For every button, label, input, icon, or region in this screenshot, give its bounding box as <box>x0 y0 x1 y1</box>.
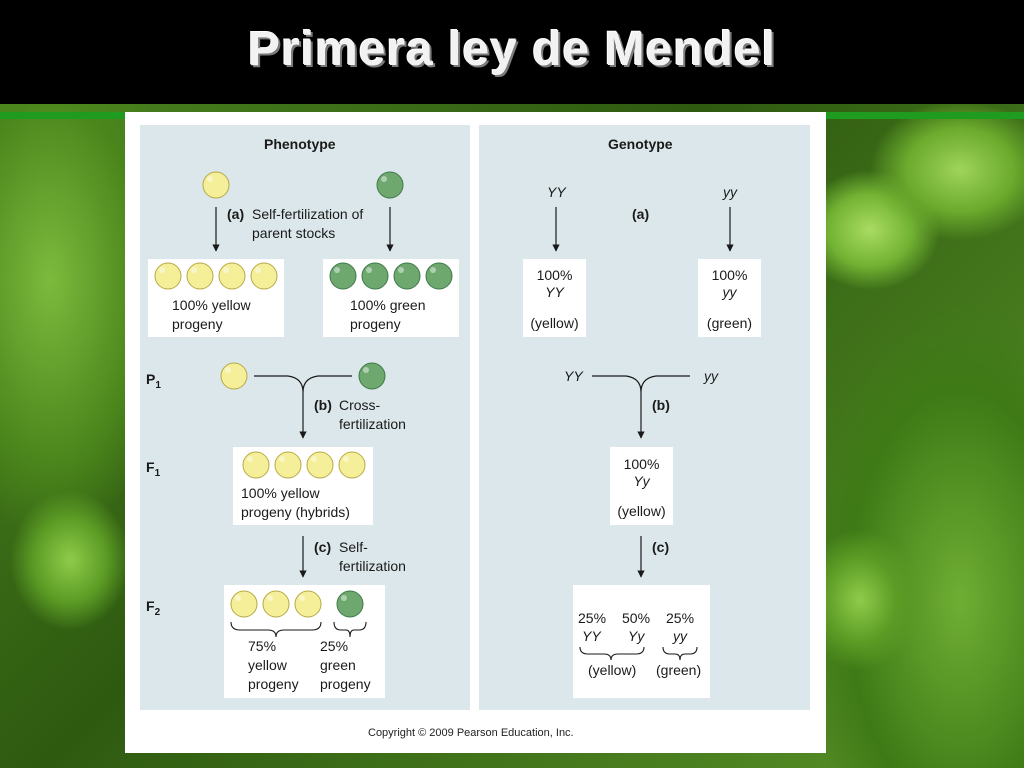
brace-green-pheno <box>333 621 367 638</box>
geno-f2-green: (green) <box>656 662 702 678</box>
brace-yellow-geno <box>579 646 645 661</box>
step-a-label-geno: (a) <box>632 206 650 222</box>
geno-parent-left: YY <box>547 184 566 200</box>
f1-label: F1 <box>146 459 161 479</box>
copyright-notice: Copyright © 2009 Pearson Education, Inc. <box>368 727 574 739</box>
geno-box-left-geno: YY <box>545 284 564 300</box>
geno-parent-right: yy <box>723 184 737 200</box>
f2-green-label-l2: progeny <box>320 676 371 692</box>
f1-peas <box>242 451 366 479</box>
step-b-label-pheno: (b) <box>314 397 332 413</box>
step-c-label-pheno: (c) <box>314 539 332 555</box>
genotype-header: Genotype <box>608 136 673 152</box>
geno-f1-color: (yellow) <box>617 503 666 519</box>
step-a-text-line1: Self-fertilization of <box>252 206 364 222</box>
step-a-text-line2: parent stocks <box>252 225 336 241</box>
geno-f2-yellow: (yellow) <box>588 662 637 678</box>
yellow-progeny-peas <box>154 262 278 290</box>
geno-f2-box <box>573 585 710 698</box>
geno-box-left-pct: 100% <box>536 267 573 283</box>
cross-connector-geno <box>592 375 690 393</box>
step-b-text-line1: Cross- <box>339 397 381 413</box>
step-c-text-line2: fertilization <box>339 558 406 574</box>
geno-yy-dominant-box <box>523 259 586 337</box>
f2-green-label-l1: green <box>320 657 356 673</box>
f2-yellow-peas <box>230 590 322 618</box>
step-b-label-geno: (b) <box>652 397 670 413</box>
p1-green-pea <box>358 362 386 390</box>
step-c-label-geno: (c) <box>652 539 670 555</box>
geno-box-left-color: (yellow) <box>530 315 579 331</box>
f2-yellow-label-l1: yellow <box>248 657 287 673</box>
step-a-label-pheno: (a) <box>227 206 245 222</box>
geno-box-right-pct: 100% <box>711 267 748 283</box>
geno-f2-pct-3: 25% <box>666 610 695 626</box>
brace-green-geno <box>662 646 698 661</box>
f2-green-pct: 25% <box>320 638 349 654</box>
geno-cross-left: YY <box>564 368 583 384</box>
green-progeny-label-l1: 100% green <box>350 297 426 313</box>
green-progeny-label-l2: progeny <box>350 316 401 332</box>
f2-yellow-pct: 75% <box>248 638 277 654</box>
geno-f1-box <box>610 447 673 525</box>
geno-f2-geno-1: YY <box>582 628 601 644</box>
geno-box-right-color: (green) <box>706 315 753 331</box>
f1-box-label-l1: 100% yellow <box>241 485 320 501</box>
geno-box-right-geno: yy <box>722 284 737 300</box>
geno-f1-pct: 100% <box>623 456 660 472</box>
geno-f1-geno: Yy <box>633 473 650 489</box>
step-b-text-line2: fertilization <box>339 416 406 432</box>
yellow-progeny-label-l1: 100% yellow <box>172 297 251 313</box>
f2-green-pea <box>336 590 364 618</box>
p1-label: P1 <box>146 371 161 391</box>
green-progeny-peas <box>329 262 453 290</box>
parent-green-pea <box>376 171 404 199</box>
title-bar <box>0 0 1024 104</box>
geno-yy-recessive-box <box>698 259 761 337</box>
p1-yellow-pea <box>220 362 248 390</box>
parent-yellow-pea <box>202 171 230 199</box>
f2-label: F2 <box>146 598 161 618</box>
geno-cross-right: yy <box>704 368 718 384</box>
geno-f2-pct-2: 50% <box>622 610 651 626</box>
cross-connector-pheno <box>254 375 352 393</box>
f1-box-label-l2: progeny (hybrids) <box>241 504 350 520</box>
geno-f2-geno-2: Yy <box>628 628 645 644</box>
slide-title: Primera ley de Mendel <box>248 23 776 76</box>
geno-f2-pct-1: 25% <box>578 610 607 626</box>
geno-f2-geno-3: yy <box>673 628 687 644</box>
phenotype-header: Phenotype <box>264 136 336 152</box>
step-c-text-line1: Self- <box>339 539 368 555</box>
brace-yellow-pheno <box>230 621 322 638</box>
yellow-progeny-label-l2: progeny <box>172 316 223 332</box>
f2-yellow-label-l2: progeny <box>248 676 299 692</box>
